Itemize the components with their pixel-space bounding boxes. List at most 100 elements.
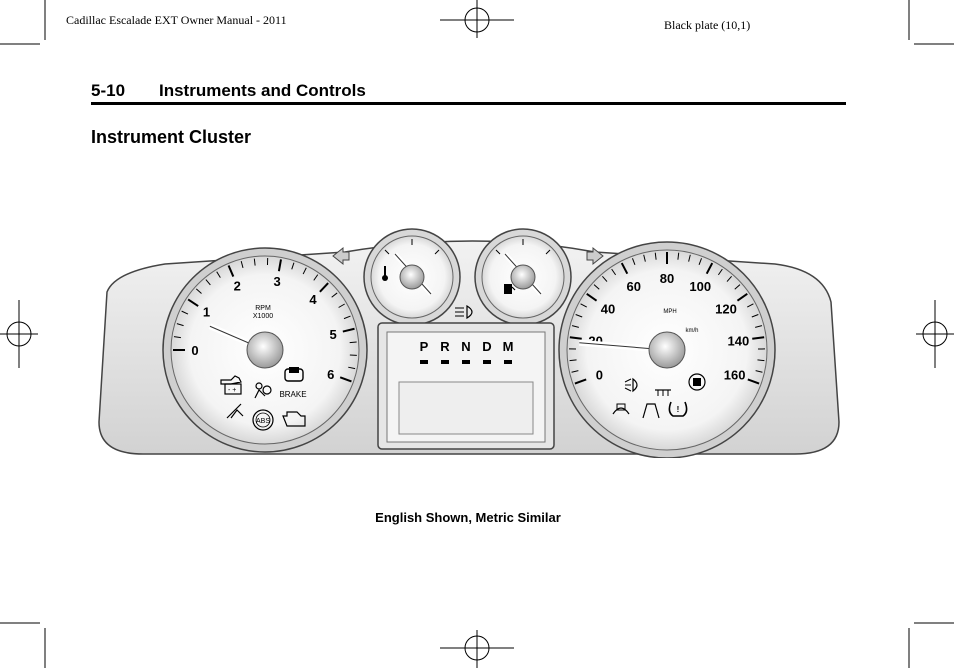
svg-text:!: ! xyxy=(677,405,680,414)
speed-tick xyxy=(688,254,691,262)
tach-tick xyxy=(253,258,256,266)
headlamp-icon xyxy=(455,304,473,320)
temperature-icon xyxy=(382,266,388,281)
fog-lamp-icon xyxy=(624,377,638,393)
tach-tick xyxy=(240,261,244,269)
tach-tick xyxy=(339,376,352,383)
tach-tick xyxy=(277,259,282,272)
tach-rpm-label: RPM xyxy=(255,305,271,312)
turn-right-icon xyxy=(586,246,604,266)
kmh-unit-label: km/h xyxy=(685,328,698,334)
tach-tick xyxy=(187,298,199,307)
tach-tick xyxy=(173,336,181,339)
tach-tick xyxy=(176,323,184,327)
speed-tick xyxy=(751,314,759,318)
speed-tick xyxy=(734,284,741,290)
tach-tick-label: 2 xyxy=(234,279,241,294)
prndm-letter: P xyxy=(420,339,429,354)
speed-tick xyxy=(593,284,600,290)
abs-icon: ABS xyxy=(252,409,274,431)
speed-tick-label: 80 xyxy=(660,271,674,286)
prndm-letter: M xyxy=(503,339,514,354)
speed-tick-label: 60 xyxy=(627,279,641,294)
speed-tick xyxy=(575,314,583,318)
oil-pressure-icon xyxy=(220,375,242,385)
speed-tick xyxy=(569,359,577,362)
door-ajar-icon xyxy=(284,367,304,382)
tach-tick xyxy=(343,315,351,320)
speed-tick xyxy=(752,336,765,340)
speed-tick xyxy=(726,275,732,282)
fuel-icon xyxy=(504,284,516,294)
section-header: 5-10 Instruments and Controls xyxy=(91,80,846,105)
speed-tick xyxy=(574,378,587,385)
speed-tick-label: 0 xyxy=(596,368,603,383)
speed-tick xyxy=(736,292,748,302)
traction-control-icon xyxy=(612,403,630,415)
running-header-plate: Black plate (10,1) xyxy=(664,18,751,32)
prndm-indicator-bar xyxy=(504,360,512,364)
speed-tick-label: 160 xyxy=(724,368,746,383)
speed-tick-label: 100 xyxy=(689,279,711,294)
speed-tick xyxy=(569,336,582,340)
prndm-indicator-bar xyxy=(462,360,470,364)
running-header-manual-title: Cadillac Escalade EXT Owner Manual - 201… xyxy=(66,13,287,27)
tach-tick xyxy=(205,279,211,286)
section-title: Instruments and Controls xyxy=(159,81,366,100)
tach-tick xyxy=(338,303,345,308)
tach-tick-label: 3 xyxy=(274,274,281,289)
speed-tick xyxy=(698,258,702,266)
speed-tick xyxy=(757,359,765,362)
tach-tick xyxy=(349,341,357,344)
tach-tick xyxy=(331,292,338,298)
tach-tick-label: 5 xyxy=(329,327,336,342)
svg-text:- +: - + xyxy=(228,387,236,394)
stabilitrak-icon xyxy=(688,373,706,391)
page-heading: Instrument Cluster xyxy=(91,127,252,147)
seat-warning-icon xyxy=(642,403,660,419)
speed-tick xyxy=(677,252,680,260)
tach-tick-label: 1 xyxy=(203,305,210,320)
turn-left-icon xyxy=(332,246,350,266)
check-engine-icon xyxy=(282,411,306,427)
speed-tick xyxy=(620,262,629,275)
speed-tick xyxy=(632,258,636,266)
tire-pressure-icon: ! xyxy=(668,401,688,417)
tach-tick xyxy=(216,271,221,278)
tach-x1000-label: X1000 xyxy=(253,313,273,320)
tach-tick xyxy=(227,265,235,277)
battery-icon: - + xyxy=(224,383,242,395)
speed-tick xyxy=(717,268,723,276)
speed-tick xyxy=(747,303,754,308)
prndm-letter: N xyxy=(461,339,470,354)
prndm-indicator-bar xyxy=(483,360,491,364)
speed-tick xyxy=(611,268,617,276)
speed-tick xyxy=(580,303,587,308)
tach-tick-label: 0 xyxy=(191,343,198,358)
tach-tick xyxy=(313,274,319,281)
speed-tick xyxy=(654,252,657,260)
tach-tick xyxy=(342,327,355,333)
speed-tick xyxy=(747,378,760,385)
speed-tick xyxy=(643,254,646,262)
speed-tick xyxy=(705,262,714,275)
speed-tick xyxy=(586,292,598,302)
speedometer: 020406080100120140160 MPH km/h ! xyxy=(558,241,776,458)
speed-tick xyxy=(755,325,763,328)
speed-tick xyxy=(571,325,579,328)
tach-tick-label: 6 xyxy=(327,367,334,382)
fuel-gauge xyxy=(474,228,572,326)
speed-tick xyxy=(602,275,608,282)
tach-tick xyxy=(291,262,295,270)
cruise-icon xyxy=(655,389,671,396)
brake-label: BRAKE xyxy=(279,390,306,399)
prndm-letter: R xyxy=(440,339,450,354)
speed-tick-label: 40 xyxy=(601,302,615,317)
tach-tick xyxy=(348,366,356,370)
speed-tick xyxy=(571,370,579,373)
prndm-letter: D xyxy=(482,339,491,354)
speed-tick xyxy=(755,370,763,373)
